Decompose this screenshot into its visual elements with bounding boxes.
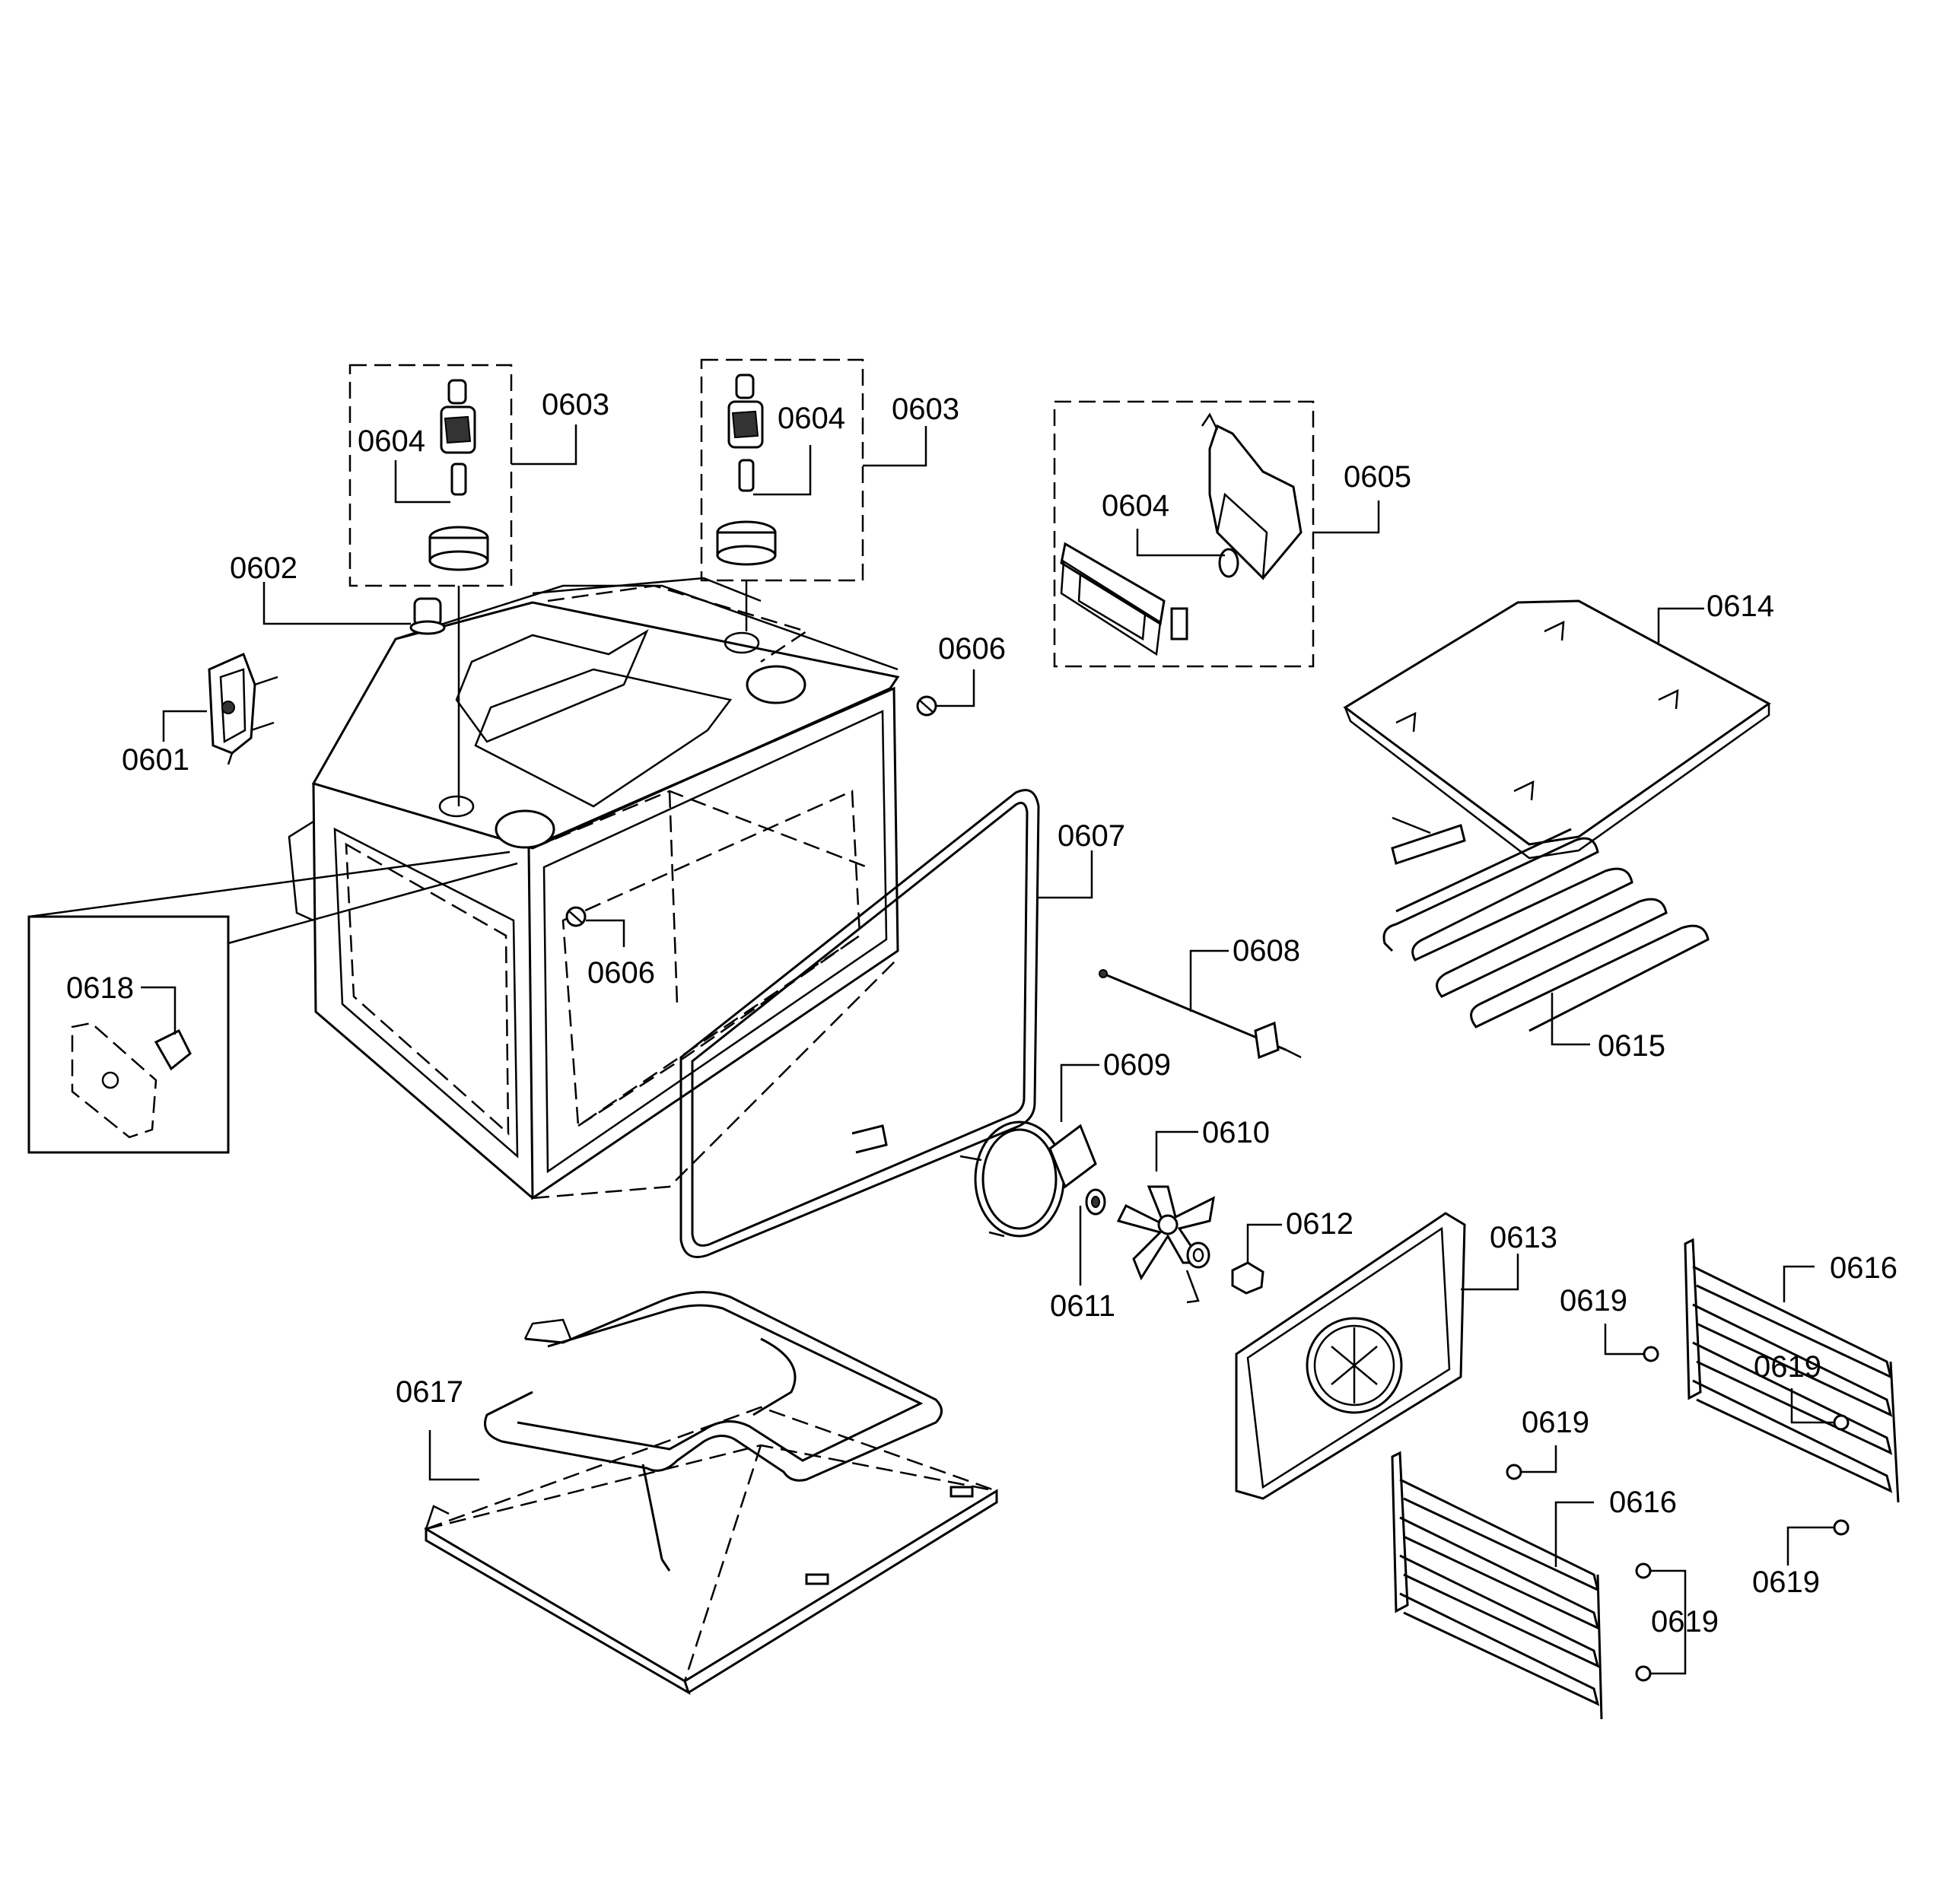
- rack-support-part-0616-right: [1684, 1238, 1900, 1503]
- temperature-sensor-part-0608: [1099, 969, 1302, 1060]
- lamp-assembly-group-box-right: [700, 358, 864, 582]
- leader-0617: [428, 1430, 479, 1481]
- label-0610: 0610: [1202, 1116, 1270, 1149]
- leader-0607: [1039, 850, 1093, 899]
- lamp-assembly-left: [428, 379, 489, 571]
- leader-0612: [1246, 1223, 1282, 1263]
- label-0615: 0615: [1598, 1029, 1665, 1063]
- motor-part-0601: [208, 652, 278, 765]
- leader-0619-b: [1790, 1388, 1834, 1424]
- oven-cavity: [288, 577, 900, 1200]
- broil-element-part-0615: [1382, 816, 1710, 1032]
- leader-0601: [162, 710, 207, 742]
- label-0607: 0607: [1058, 819, 1125, 853]
- leader-0615: [1551, 993, 1590, 1046]
- leader-0603-left: [511, 424, 577, 466]
- nut-part-0612: [1231, 1261, 1264, 1295]
- label-0612: 0612: [1286, 1207, 1353, 1241]
- label-0608: 0608: [1233, 934, 1300, 968]
- convection-element-part-0609: [959, 1120, 1097, 1238]
- screw-part-0606-front: [565, 906, 587, 927]
- leader-0606-front: [586, 919, 625, 947]
- lamp-assembly-group-box-left: [348, 364, 513, 587]
- leader-0604-side: [1136, 529, 1225, 557]
- label-0611: 0611: [1050, 1289, 1115, 1323]
- label-0601: 0601: [122, 743, 189, 777]
- leader-0619-e: [1651, 1569, 1687, 1675]
- heat-shield-part-0614: [1343, 599, 1771, 860]
- leader-0619-a: [1604, 1324, 1643, 1356]
- leader-0611: [1079, 1206, 1200, 1304]
- screw-part-0606-top: [916, 695, 937, 717]
- bulb-socket-part-0602: [409, 597, 446, 635]
- label-0619-a: 0619: [1560, 1284, 1627, 1318]
- door-gasket-part-0607: [679, 789, 1040, 1258]
- label-0613: 0613: [1490, 1221, 1557, 1254]
- side-lamp-assembly-group-box: [1053, 400, 1315, 668]
- label-0619-d: 0619: [1522, 1406, 1589, 1439]
- leader-0604-left: [394, 460, 450, 504]
- label-0603-left: 0603: [542, 388, 609, 421]
- fan-cover-part-0613: [1235, 1212, 1466, 1500]
- leader-0602: [262, 582, 411, 625]
- label-0602: 0602: [230, 551, 297, 585]
- rack-support-part-0616-bottom: [1391, 1451, 1603, 1720]
- washer-part-0611: [1085, 1188, 1210, 1269]
- leader-0608: [1189, 949, 1229, 1012]
- leader-0616-bottom: [1554, 1501, 1594, 1567]
- leader-0610: [1155, 1130, 1198, 1171]
- leader-0619-d: [1522, 1445, 1557, 1473]
- screw-part-0619-group: [1506, 1346, 1850, 1682]
- label-0606-front: 0606: [587, 956, 655, 990]
- label-0606-top: 0606: [938, 632, 1006, 666]
- inset-part-0618: [27, 850, 518, 1154]
- leader-0613: [1461, 1254, 1519, 1291]
- label-0619-c: 0619: [1752, 1565, 1820, 1599]
- label-0614: 0614: [1707, 590, 1774, 623]
- oven-bottom-panel: [424, 1406, 999, 1696]
- label-0604-right: 0604: [778, 402, 845, 435]
- label-0619-e: 0619: [1651, 1605, 1719, 1639]
- leader-0609: [1060, 1063, 1099, 1122]
- label-0617: 0617: [396, 1375, 463, 1409]
- label-0604-side: 0604: [1102, 489, 1169, 523]
- leader-0606-top: [936, 669, 975, 707]
- leader-0619-c: [1786, 1526, 1834, 1565]
- bake-element-part-0617: [484, 1291, 943, 1572]
- leader-0614: [1657, 607, 1704, 643]
- label-0609: 0609: [1103, 1048, 1171, 1082]
- lamp-assembly-right: [716, 373, 777, 566]
- label-0604-left: 0604: [358, 424, 425, 458]
- label-0616-bottom: 0616: [1609, 1486, 1677, 1519]
- label-0619-b: 0619: [1754, 1350, 1821, 1384]
- label-0603-right: 0603: [892, 393, 959, 426]
- leader-0604-right: [753, 445, 812, 496]
- leader-0603-right: [863, 426, 927, 467]
- label-0618: 0618: [66, 971, 134, 1005]
- leader-0605: [1312, 501, 1380, 534]
- label-0605: 0605: [1344, 460, 1411, 494]
- label-0616-right: 0616: [1830, 1251, 1897, 1285]
- side-lamp-part-0605: [1060, 412, 1303, 656]
- leader-0616-right: [1783, 1265, 1815, 1302]
- leader-0618: [141, 986, 177, 1035]
